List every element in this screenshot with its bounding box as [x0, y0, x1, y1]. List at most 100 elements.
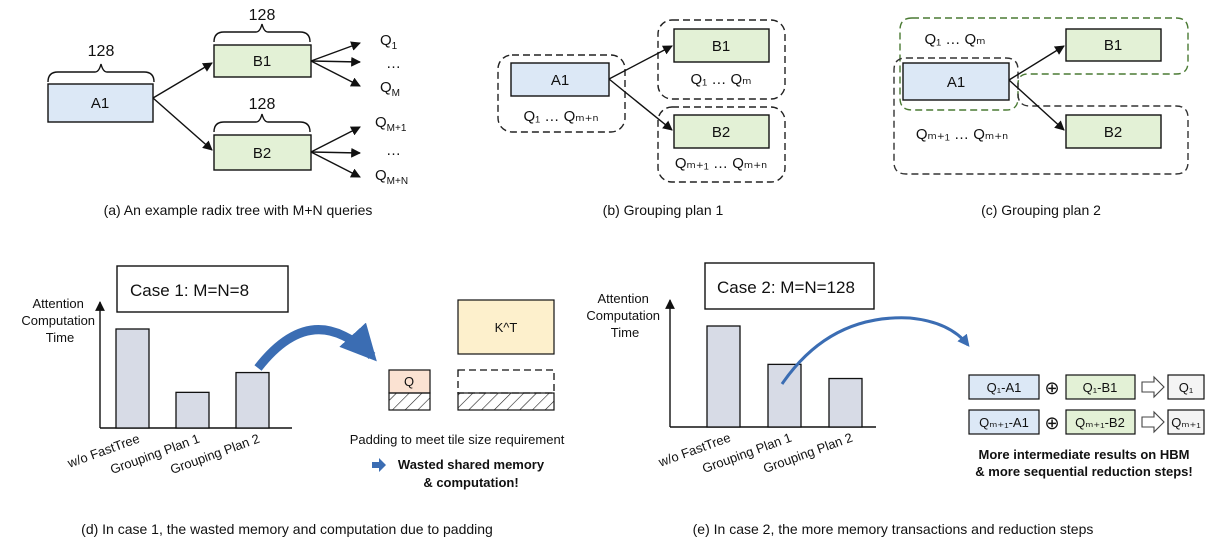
edge-a1-b2 [608, 78, 673, 131]
node-b2-label: B2 [1104, 124, 1122, 141]
row2-right-label: Qₘ₊₁ [1171, 415, 1201, 430]
case2-label: Case 2: M=N=128 [717, 278, 855, 297]
note-line2: & more sequential reduction steps! [975, 464, 1192, 479]
case1-label-box [116, 265, 289, 313]
row2-mid-box [1065, 409, 1136, 435]
group-a1-box [497, 54, 626, 133]
panel-e-case-2: Case 2: M=N=128 Attention Computation Ti… [586, 262, 1205, 537]
d-bar-2 [175, 391, 210, 429]
node-b2 [1065, 114, 1162, 149]
kt-padding [457, 392, 555, 411]
node-a1-label: A1 [91, 95, 109, 112]
query-dots-2: … [386, 142, 401, 159]
row1-left-box [968, 374, 1040, 400]
edge-a1-b1 [608, 45, 673, 80]
case1-label: Case 1: M=N=8 [130, 281, 249, 300]
e-bars [706, 325, 863, 428]
node-b2 [673, 114, 770, 149]
e-bar-2 [767, 363, 802, 428]
d-bars [115, 328, 270, 429]
query-q1: Q1 [380, 32, 398, 52]
edge-a1-b1 [1008, 45, 1065, 81]
kt-tile-label: K^T [495, 320, 518, 335]
d-ylabel: Attention Computation Time [21, 296, 98, 345]
width-a1-label: 128 [88, 43, 115, 60]
row2-left-box [968, 409, 1040, 435]
block-arrow-icon [372, 458, 386, 472]
group-a1-queries: Q₁ … Qₘ₊ₙ [524, 108, 599, 125]
panel-d-case-1: Case 1: M=N=8 Attention Computation Time… [21, 265, 565, 537]
circled-plus-icon: ⊕ [1044, 378, 1059, 398]
caption-e: (e) In case 2, the more memory transacti… [693, 521, 1094, 537]
query-qmn: QM+N [375, 167, 408, 187]
note-line1: More intermediate results on HBM [979, 447, 1190, 462]
caption-d: (d) In case 1, the wasted memory and com… [81, 521, 493, 537]
group-b1-box [657, 19, 786, 100]
row2-left-label: Qₘ₊₁-A1 [979, 415, 1029, 430]
edge-b1-qm [310, 60, 361, 87]
edge-a1-b1 [152, 62, 213, 99]
node-b2 [213, 134, 312, 171]
edge-b2-qm1 [310, 126, 361, 153]
node-b1 [1065, 28, 1162, 62]
node-a1 [47, 83, 154, 123]
brace-b1 [213, 23, 311, 43]
width-b2-label: 128 [249, 96, 276, 113]
query-qm: QM [380, 79, 400, 99]
edge-b1-q1 [310, 41, 361, 62]
group-b2-queries: Qₘ₊₁ … Qₘ₊ₙ [675, 155, 767, 172]
q-tile-label: Q [404, 374, 414, 389]
wasted-line1: Wasted shared memory [398, 457, 545, 472]
e-bar-1 [706, 325, 741, 428]
row1-mid-box [1065, 374, 1136, 400]
node-b2-label: B2 [253, 145, 271, 162]
node-b1-label: B1 [253, 53, 271, 70]
row2-right-box [1167, 409, 1205, 435]
q-padding [388, 392, 431, 411]
group-bottom-queries: Qₘ₊₁ … Qₘ₊ₙ [916, 126, 1008, 143]
caption-c: (c) Grouping plan 2 [981, 202, 1101, 218]
wasted-line2: & computation! [423, 475, 518, 490]
curved-arrow-icon [254, 322, 377, 371]
brace-b2 [213, 113, 311, 133]
query-dots-1: … [386, 55, 401, 72]
caption-b: (b) Grouping plan 1 [603, 202, 724, 218]
node-a1-label: A1 [947, 74, 965, 91]
curved-arrow-icon [780, 316, 970, 385]
row1-left-label: Q₁-A1 [987, 380, 1022, 395]
node-a1 [510, 62, 610, 97]
group-b1-queries: Q₁ … Qₘ [690, 71, 751, 88]
kt-tile [457, 299, 555, 355]
e-ylabel: Attention Computation Time [586, 291, 663, 340]
edge-b1-dots [310, 56, 361, 67]
node-b1-label: B1 [1104, 37, 1122, 54]
block-arrow-icon [1141, 375, 1165, 399]
node-a1-label: A1 [551, 72, 569, 89]
node-b1 [213, 44, 312, 78]
edge-b2-qmn [310, 151, 361, 178]
query-qm1: QM+1 [375, 114, 407, 134]
edge-a1-b2 [152, 97, 213, 151]
circled-plus-icon: ⊕ [1044, 413, 1059, 433]
caption-a: (a) An example radix tree with M+N queri… [104, 202, 373, 218]
row2-mid-label: Qₘ₊₁-B2 [1075, 415, 1125, 430]
panel-a-radix-tree: 128 128 128 A1 B1 B2 Q1 … QM QM+1 … QM+N… [47, 7, 408, 218]
panel-b-grouping-plan-1: A1 B1 B2 Q₁ … Qₘ₊ₙ Q₁ … Qₘ Qₘ₊₁ … Qₘ₊ₙ (… [497, 19, 786, 218]
group-top-queries: Q₁ … Qₘ [924, 31, 985, 48]
block-arrow-icon [1141, 410, 1165, 434]
d-bar-3 [235, 371, 270, 429]
kt-padded-tile [457, 369, 555, 394]
node-a1 [902, 62, 1010, 101]
padding-note: Padding to meet tile size requirement [350, 432, 565, 447]
e-bar-3 [828, 377, 863, 428]
node-b2-label: B2 [712, 124, 730, 141]
case2-label-box [704, 262, 875, 310]
row1-right-box [1167, 374, 1205, 400]
d-bar-1 [115, 328, 150, 429]
node-b1-label: B1 [712, 38, 730, 55]
row1-right-label: Q₁ [1179, 380, 1194, 395]
row1-mid-label: Q₁-B1 [1083, 380, 1118, 395]
